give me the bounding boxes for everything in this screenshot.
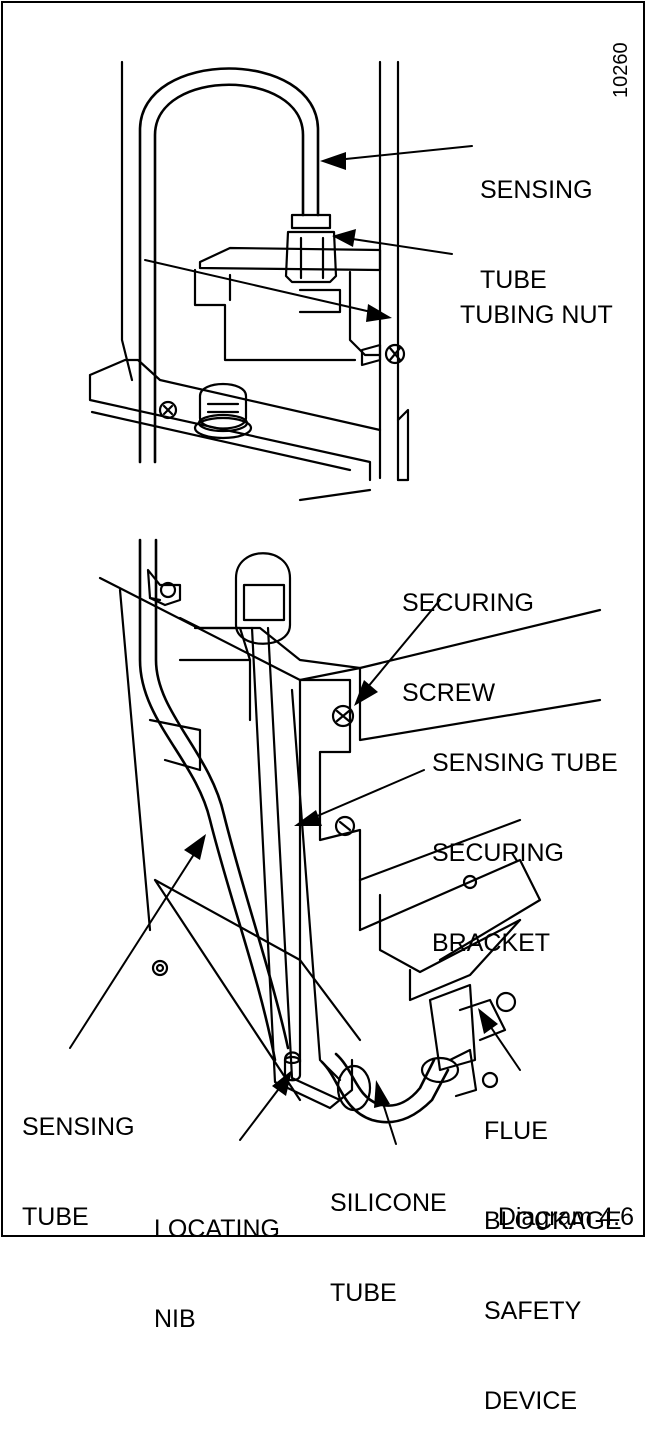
rear-plate: [178, 626, 252, 722]
label-line: SECURING: [402, 589, 534, 617]
diagram-caption: Diagram 4.6: [497, 1203, 634, 1231]
sensing-tube-top: [138, 67, 320, 464]
top-bracket: [198, 246, 382, 272]
label-line: FLUE: [484, 1117, 548, 1145]
label-locating-nib: LOCATING NIB: [154, 1154, 280, 1364]
label-line: NIB: [154, 1305, 196, 1333]
leaders: [69, 145, 521, 1145]
label-flue-blockage: FLUE BLOCKAGE SAFETY DEVICE: [484, 1056, 622, 1446]
label-line: SENSING: [480, 176, 593, 204]
left-rail: [120, 60, 134, 382]
top-illustration: [88, 60, 410, 502]
label-line: LOCATING: [154, 1215, 280, 1243]
label-line: TUBE: [22, 1203, 89, 1231]
diagram-drawing: [69, 60, 602, 1145]
reference-number: 10260: [600, 20, 644, 98]
label-line: TUBING NUT: [460, 301, 613, 329]
label-line: DEVICE: [484, 1387, 578, 1415]
label-line: BLOCKAGE: [484, 1207, 622, 1235]
label-sensing-tube-bottom: SENSING TUBE: [22, 1052, 135, 1262]
bottom-illustration: [98, 538, 602, 1124]
label-sensing-tube-top: SENSING TUBE: [480, 115, 593, 325]
label-line: TUBE: [330, 1279, 397, 1307]
label-line: SENSING: [22, 1113, 135, 1141]
label-securing-screw: SECURING SCREW: [402, 528, 534, 738]
label-line: TUBE: [480, 266, 547, 294]
label-tubing-nut: TUBING NUT: [460, 240, 613, 360]
securing-screw: [331, 704, 355, 728]
sensing-tube-bracket: [250, 626, 354, 1110]
base-fitting: [198, 383, 248, 430]
right-panel: [378, 60, 400, 482]
label-line: SCREW: [402, 679, 496, 707]
reference-number-text: 10260: [610, 42, 632, 98]
label-sensing-tube-bracket: SENSING TUBE SECURING BRACKET: [432, 688, 618, 988]
bracket-bolt: [384, 343, 406, 365]
label-line: SECURING: [432, 839, 564, 867]
label-silicone-tube: SILICONE TUBE: [330, 1128, 447, 1338]
label-line: SENSING TUBE: [432, 749, 618, 777]
tubing-nut: [284, 213, 338, 284]
right-housing: [298, 678, 362, 932]
flue-device: [428, 983, 477, 1072]
label-line: BRACKET: [432, 929, 551, 957]
label-line: SILICONE: [330, 1189, 447, 1217]
diagram-frame: [1, 1, 645, 1237]
sensing-tube-bottom: [138, 538, 290, 1062]
label-line: SAFETY: [484, 1297, 582, 1325]
